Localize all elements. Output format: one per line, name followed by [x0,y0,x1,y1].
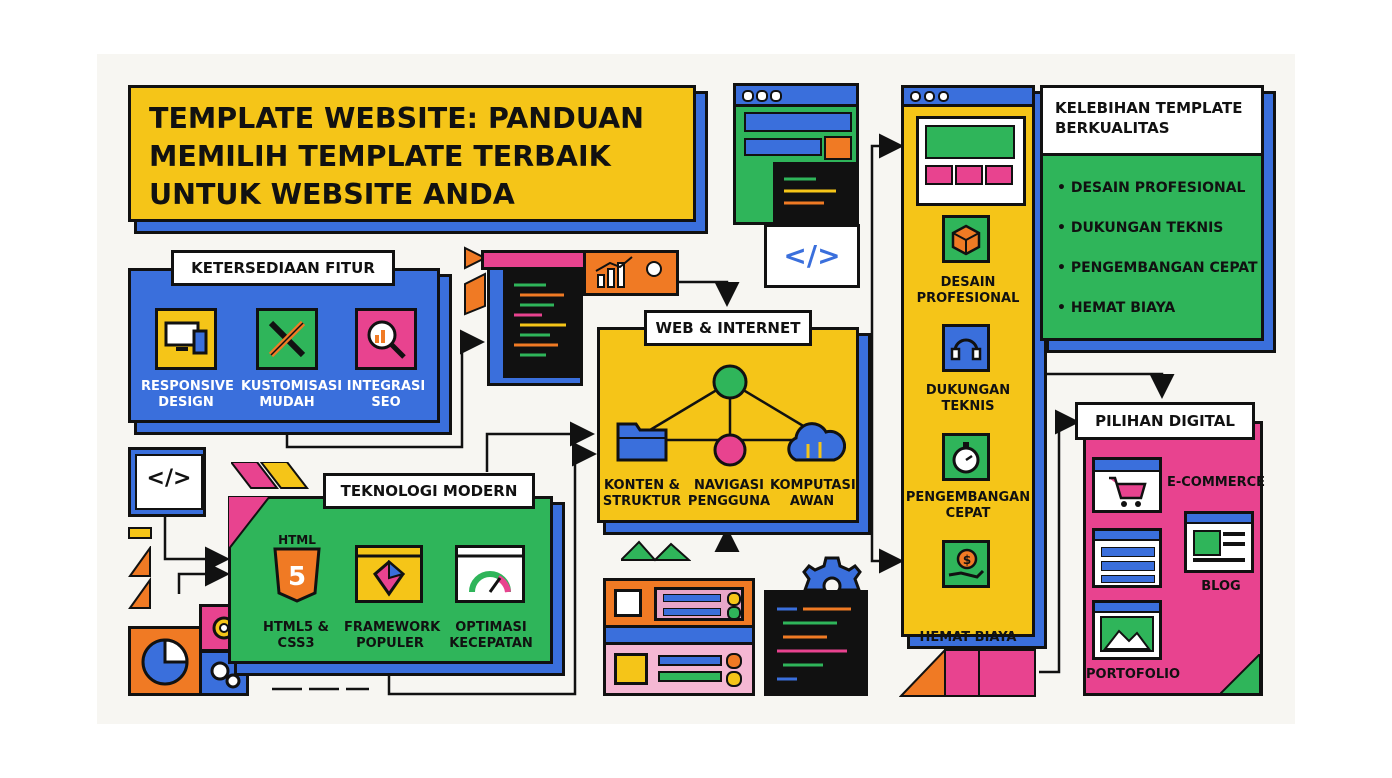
advantages-heading: KELEBIHAN TEMPLATE BERKUALITAS [1055,99,1243,137]
cart-icon [1092,457,1162,513]
tech-label-optimasi: OPTIMASI KECEPATAN [449,620,533,651]
coin-hand-icon: $ [942,540,990,588]
cloud-icon [782,420,847,466]
web-label-komputasi: KOMPUTASI AWAN [770,478,856,509]
mountain-shape [621,540,691,562]
blog-icon [1184,511,1254,573]
stripe-decoration [231,462,310,489]
html5-icon: HTML 5 [267,533,327,605]
features-panel: RESPONSIVE DESIGN KUSTOMISASI MUDAH INTE… [128,268,440,423]
cube-icon [942,215,990,263]
advantage-bullet-4: • HEMAT BIAYA [1057,300,1176,316]
orange-triangles [128,546,151,609]
code-card: </> [764,224,860,288]
advantages-heading-box: KELEBIHAN TEMPLATE BERKUALITAS [1043,88,1261,156]
feature-label-kustomisasi: KUSTOMISASI MUDAH [241,379,343,410]
page-title: TEMPLATE WEBSITE: PANDUAN MEMILIH TEMPLA… [149,102,644,211]
magnifier-chart-icon [355,308,417,370]
advantage-bullet-3: • PENGEMBANGAN CEPAT [1057,260,1258,276]
features-heading: KETERSEDIAAN FITUR [171,250,395,286]
large-gear-icon [802,556,862,594]
benefit-label-hemat: HEMAT BIAYA [919,630,1017,645]
code-window-small: </> [128,447,206,517]
advantage-bullet-1: • DESAIN PROFESIONAL [1057,180,1246,196]
mini-browser-mockup [916,116,1026,206]
layout-icon [1092,528,1162,588]
benefit-label-dukungan: DUKUNGAN TEKNIS [925,383,1011,414]
svg-text:$: $ [963,553,971,567]
browser-window-front [773,162,859,224]
dark-code-panel [764,590,868,696]
web-heading: WEB & INTERNET [644,310,812,346]
feature-label-responsive: RESPONSIVE DESIGN [141,379,234,410]
web-label-navigasi: NAVIGASI PENGGUNA [687,478,771,509]
benefit-label-desain: DESAIN PROFESIONAL [916,275,1020,306]
feature-label-seo: INTEGRASI SEO [346,379,426,410]
technology-heading: TEKNOLOGI MODERN [323,473,535,509]
pie-chart-box [128,626,202,696]
server-band [603,628,755,642]
html-badge: HTML [278,533,316,547]
bottom-shapes [899,648,1036,697]
portfolio-icon [1092,600,1162,660]
code-window-front [503,268,583,378]
code-glyph-large: </> [783,239,841,272]
stopwatch-icon [942,433,990,481]
gauge-icon [455,545,525,603]
framework-icon [355,545,423,603]
advantage-bullet-2: • DUKUNGAN TEKNIS [1057,220,1224,236]
infographic-canvas: TEMPLATE WEBSITE: PANDUAN MEMILIH TEMPLA… [97,54,1295,724]
digital-label-blog: BLOG [1201,579,1241,594]
web-panel: KONTEN & STRUKTUR NAVIGASI PENGGUNA KOMP… [597,327,859,523]
title-box: TEMPLATE WEBSITE: PANDUAN MEMILIH TEMPLA… [128,85,696,222]
benefit-label-pengembangan: PENGEMBANGAN CEPAT [905,490,1031,521]
tools-icon [256,308,318,370]
digital-label-ecommerce: E-COMMERCE [1166,475,1266,490]
server-top [603,578,755,628]
server-bottom [603,642,755,696]
code-glyph: </> [146,466,192,491]
tech-label-framework: FRAMEWORK POPULER [344,620,441,651]
tech-label-html: HTML5 & CSS3 [263,620,329,651]
network-diagram [649,364,811,467]
folder-icon [616,418,668,462]
advantages-panel: KELEBIHAN TEMPLATE BERKUALITAS • DESAIN … [1040,85,1264,341]
svg-text:5: 5 [288,562,306,592]
yellow-tab [128,527,152,539]
technology-panel: HTML 5 HTML5 & CSS3 FRAMEWORK POPULER OP… [228,496,553,664]
benefits-column: DESAIN PROFESIONAL DUKUNGAN TEKNIS PENGE… [901,85,1035,645]
digital-panel: E-COMMERCE BLOG PORTOFOLIO [1083,421,1266,696]
devices-icon [155,308,217,370]
web-label-konten: KONTEN & STRUKTUR [602,478,682,509]
digital-label-portofolio: PORTOFOLIO [1086,667,1181,682]
small-triangles [464,246,488,316]
chart-card [583,250,679,296]
headset-icon [942,324,990,372]
digital-heading: PILIHAN DIGITAL [1075,402,1255,440]
